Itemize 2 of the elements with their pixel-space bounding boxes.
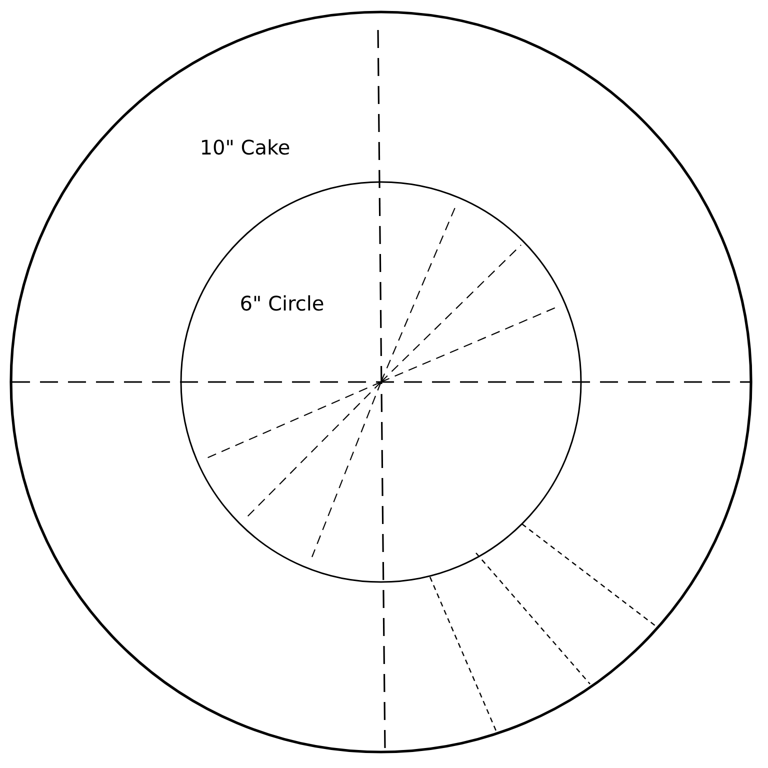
circle-label: 10" Cake — [202, 139, 290, 155]
circle-label: 6" Circle — [241, 295, 324, 311]
